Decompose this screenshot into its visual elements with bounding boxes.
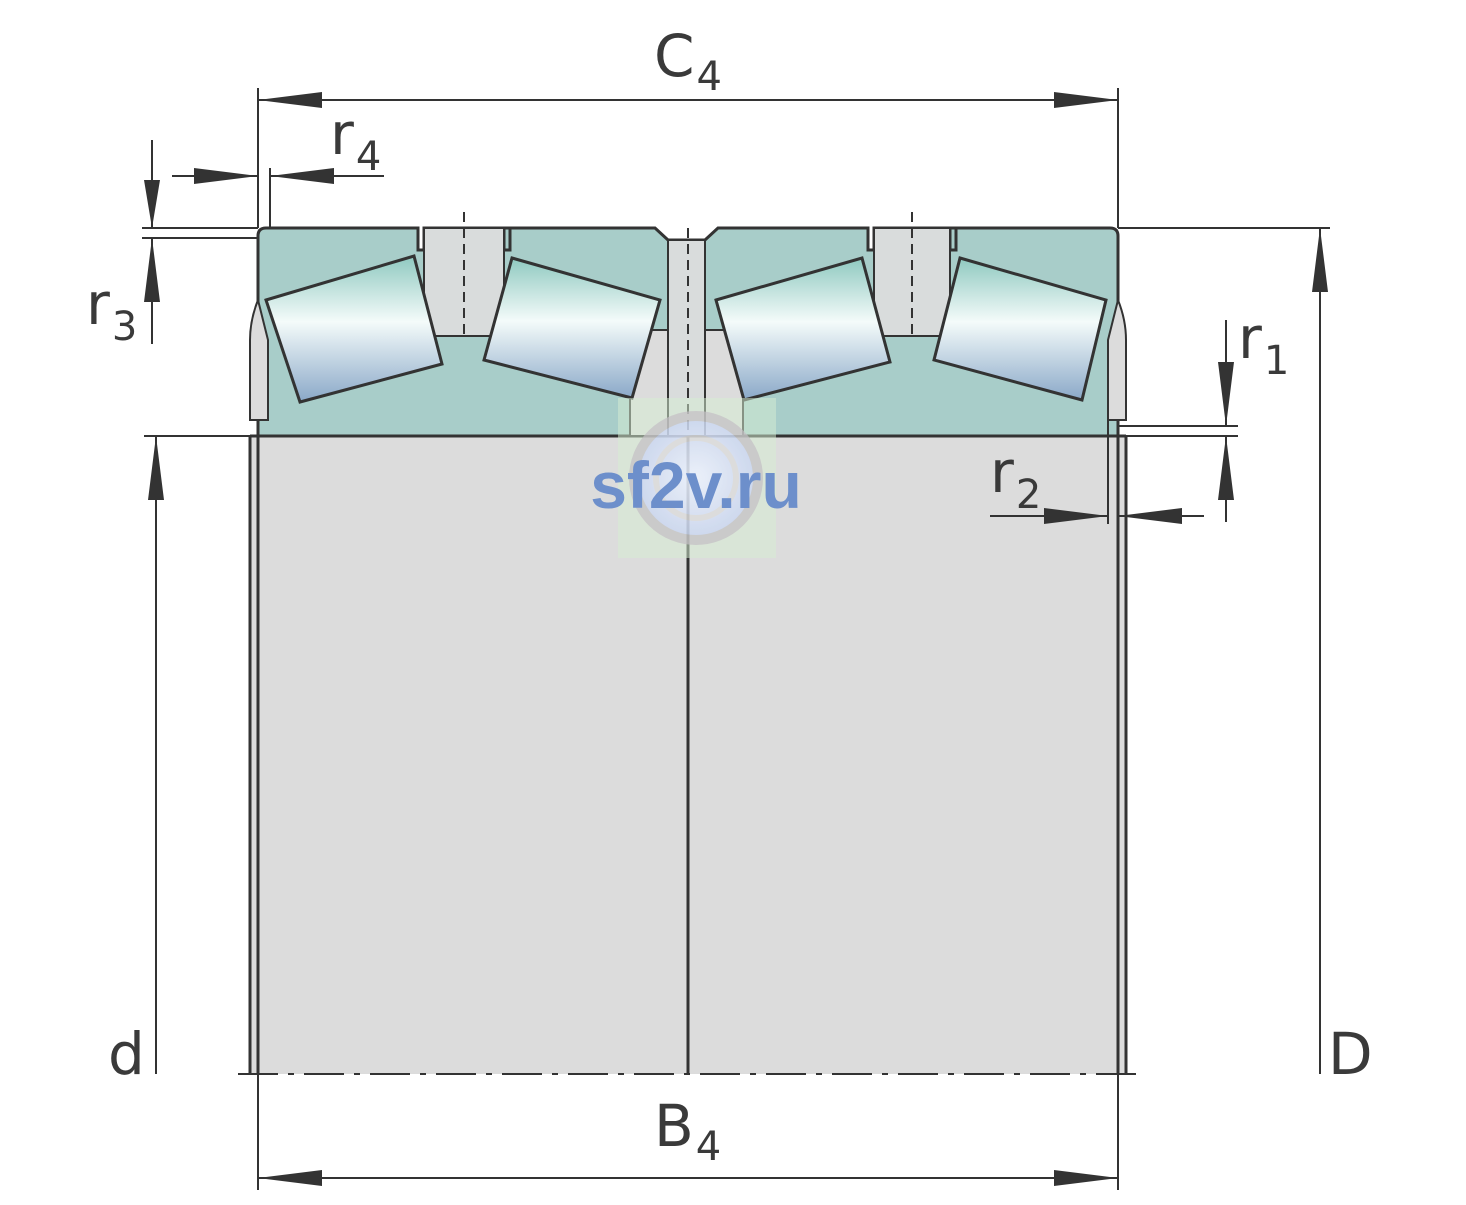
label-r4-main: r (330, 100, 354, 168)
label-r1-sub: 1 (1264, 338, 1289, 384)
label-r4-sub: 4 (356, 134, 381, 180)
label-c4-main: C (654, 22, 695, 90)
label-r2-sub: 2 (1016, 472, 1041, 518)
label-r4: r4 (330, 100, 381, 180)
label-r1-main: r (1238, 304, 1262, 372)
label-b4-sub: 4 (696, 1124, 721, 1170)
roller-1 (264, 254, 444, 404)
label-r3: r3 (86, 270, 137, 350)
label-b4-main: B (654, 1092, 694, 1160)
label-r3-sub: 3 (112, 304, 137, 350)
watermark-text: sf2v.ru (590, 448, 802, 522)
label-r2-main: r (990, 438, 1014, 506)
dimension-lines (142, 88, 1330, 1190)
label-r1: r1 (1238, 304, 1289, 384)
label-c4-sub: 4 (697, 54, 722, 100)
outer-ring (249, 212, 1127, 438)
label-c4: C4 (654, 22, 722, 100)
roller-3 (714, 256, 892, 402)
roller-4 (932, 256, 1108, 402)
label-D: D (1328, 1020, 1373, 1088)
label-r2: r2 (990, 438, 1041, 518)
label-b4: B4 (654, 1092, 721, 1170)
label-r3-main: r (86, 270, 110, 338)
label-d: d (108, 1020, 145, 1088)
watermark-logo (618, 398, 776, 558)
